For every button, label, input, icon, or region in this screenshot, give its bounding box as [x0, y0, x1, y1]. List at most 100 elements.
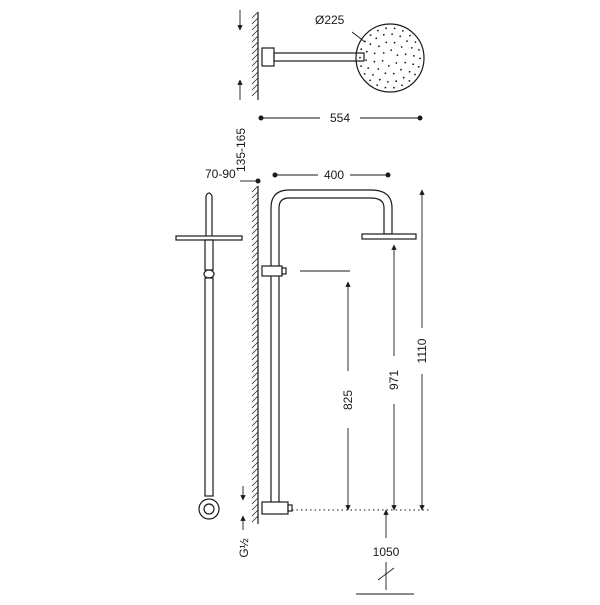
wall-hatch-line [251, 365, 259, 373]
wall-hatch-line [251, 479, 259, 487]
wall-hatch-line [251, 377, 259, 385]
side-wall-connection-inner [203, 503, 215, 515]
head-height-label: 971 [387, 370, 401, 390]
nozzle [393, 86, 395, 89]
wall-bracket [261, 265, 283, 277]
nozzle [401, 84, 403, 87]
total-height-label: 1110 [415, 338, 429, 363]
connection-label: G½ [237, 538, 251, 557]
nozzle [393, 41, 396, 44]
wall-hatch-line [251, 395, 259, 403]
wall-hatch-line [251, 473, 259, 481]
wall-hatch-line [251, 53, 259, 61]
nozzle [406, 40, 408, 42]
wall-hatch-line [251, 383, 259, 391]
top-view: Ø225 135-165 554 [234, 10, 425, 172]
nozzle [369, 79, 371, 82]
top-shower-arm [273, 52, 365, 62]
wall-hatch-line [251, 413, 259, 421]
wall-offset-label: 70-90 [205, 167, 236, 181]
nozzle [413, 55, 415, 57]
nozzle [377, 29, 379, 32]
wall-hatch-line [251, 17, 259, 25]
wall-hatch-line [251, 209, 259, 217]
wall-hatch-line [251, 263, 259, 271]
wall-hatch-line [251, 455, 259, 463]
wall-hatch-line [251, 227, 259, 235]
shower-head-front [361, 233, 417, 240]
nozzle [404, 61, 407, 64]
wall-hatch-line [251, 461, 259, 469]
nozzle [378, 78, 381, 81]
wall-hatch-line [251, 89, 259, 97]
wall-hatch-line [251, 353, 259, 361]
nozzle [373, 60, 376, 63]
nozzle [360, 48, 363, 51]
nozzle [419, 57, 421, 60]
wall-hatch-line [251, 401, 259, 409]
nozzle [393, 27, 396, 30]
wall-hatch-line [251, 293, 259, 301]
nozzle [391, 33, 393, 35]
nozzle [387, 65, 390, 67]
wall-hatch-line [251, 269, 259, 277]
wall-hatch-line [251, 515, 259, 523]
wall-hatch-line [251, 467, 259, 475]
wall-hatch-line [251, 359, 259, 367]
nozzle [408, 80, 411, 82]
side-wall-connection-outer [198, 498, 220, 520]
nozzle [408, 70, 411, 73]
wall-hatch-line [251, 287, 259, 295]
wall-hatch-line [251, 431, 259, 439]
wall-hatch-line [251, 341, 259, 349]
side-pole-lower [204, 277, 214, 497]
nozzle [375, 37, 378, 40]
wall-hatch-line [251, 323, 259, 331]
nozzle [360, 65, 362, 67]
nozzle [385, 27, 387, 30]
wall-hatch-line [251, 239, 259, 247]
bottom-connection [261, 501, 289, 515]
nozzle [399, 35, 402, 38]
wall-hatch-line [251, 65, 259, 73]
wall-hatch-line [251, 83, 259, 91]
wall-hatch-line [251, 437, 259, 445]
wall-hatch-line [251, 23, 259, 31]
wall-hatch-line [251, 311, 259, 319]
nozzle [400, 68, 402, 71]
nozzle [418, 49, 420, 51]
wall-hatch-line [251, 11, 259, 19]
side-shower-head [175, 235, 243, 241]
nozzle [400, 46, 403, 48]
nozzle [369, 43, 372, 46]
support-height-label: 825 [341, 390, 355, 410]
wall-hatch-line [251, 203, 259, 211]
wall-hatch-line [251, 509, 259, 517]
nozzle [378, 45, 380, 48]
nozzle [401, 30, 404, 32]
wall-hatch-line [251, 215, 259, 223]
arm-height-label: 135-165 [234, 128, 248, 172]
wall-hatch-line [251, 317, 259, 325]
wall-hatch-line [251, 71, 259, 79]
wall-hatch-line [251, 191, 259, 199]
wall-hatch-line [251, 497, 259, 505]
shower-head-nozzles [359, 27, 421, 89]
nozzle [372, 74, 374, 76]
wall-hatch-line [251, 281, 259, 289]
arm-length-label: 554 [330, 111, 350, 125]
wall-hatch-line [251, 275, 259, 283]
side-view [175, 192, 243, 520]
nozzle [409, 34, 411, 37]
side-pole-mid [204, 239, 214, 271]
wall-hatch-line [251, 47, 259, 55]
wall-hatch-line [251, 419, 259, 427]
nozzle [384, 86, 387, 89]
nozzle [365, 59, 367, 61]
wall-hatch-line [251, 449, 259, 457]
nozzle [387, 81, 389, 83]
nozzle [395, 62, 398, 64]
wall-hatch-line [251, 485, 259, 493]
nozzle [359, 56, 361, 59]
